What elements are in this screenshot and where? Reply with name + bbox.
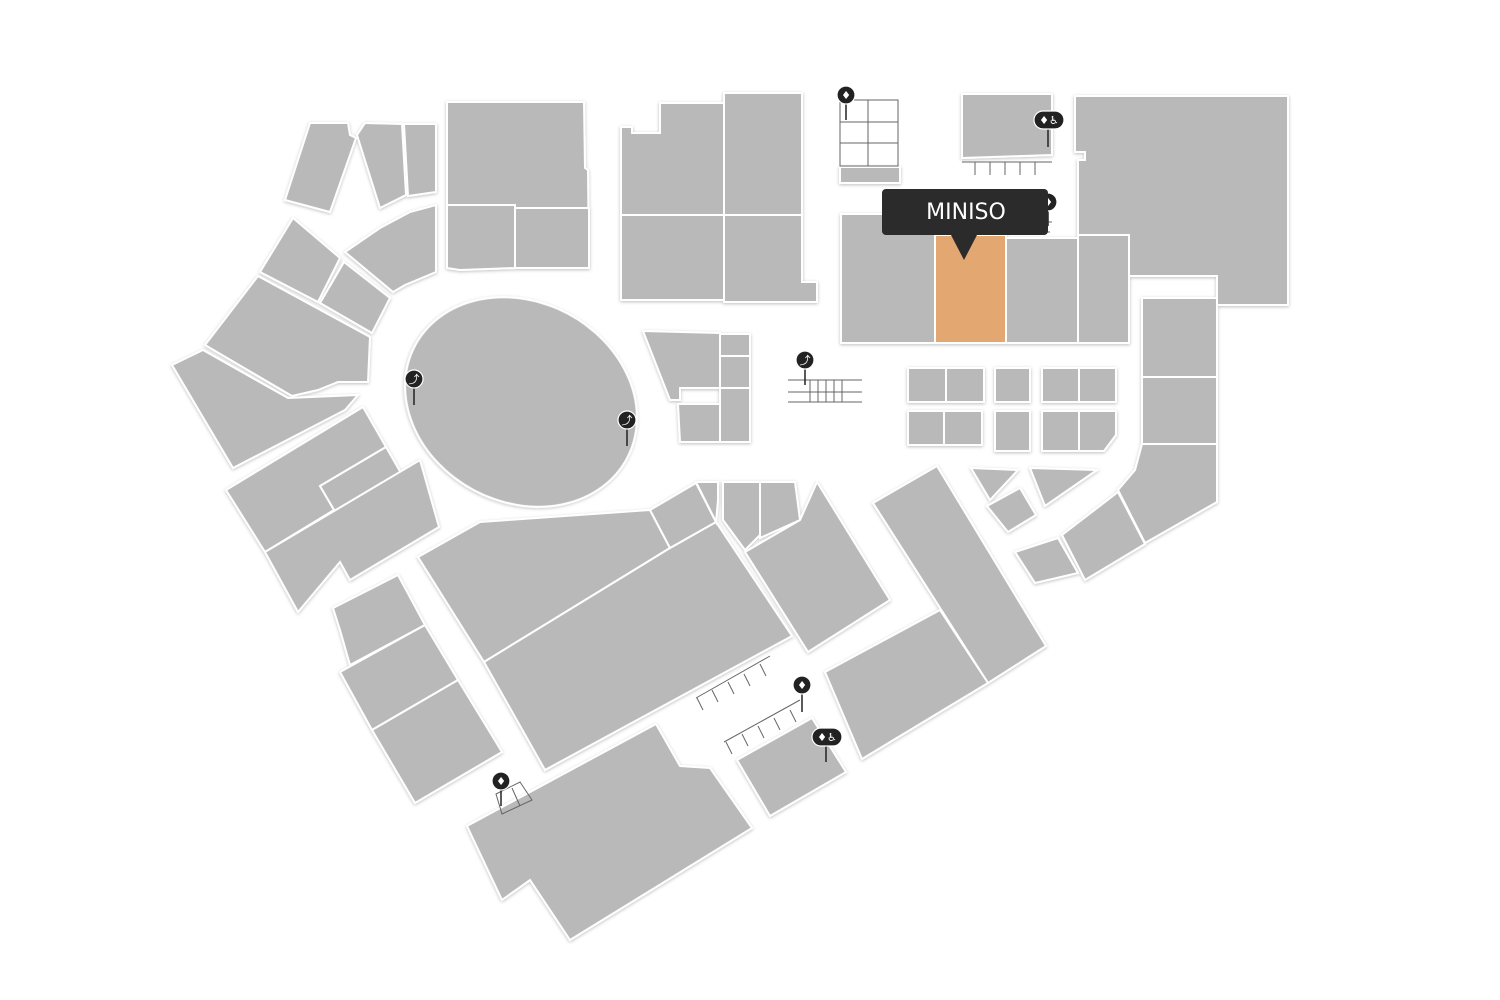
accessible-restroom-icon[interactable]: ♦♿	[811, 727, 843, 762]
store-unit[interactable]	[1060, 490, 1147, 582]
escalator-icon[interactable]: ⤴	[404, 369, 424, 405]
store-units	[170, 92, 1289, 942]
store-unit[interactable]	[1141, 376, 1218, 445]
accessible-restroom-icon[interactable]: ♦♿	[1033, 110, 1065, 147]
store-unit[interactable]	[719, 333, 751, 357]
store-unit[interactable]	[402, 123, 437, 198]
store-unit[interactable]	[1078, 367, 1117, 403]
store-unit[interactable]	[1028, 466, 1101, 508]
amenity-pins: ♦ ♦♿ ♦ ⤴ ⤴ ⤴	[404, 85, 1065, 806]
store-unit[interactable]	[1074, 95, 1289, 306]
store-unit[interactable]	[1078, 410, 1117, 452]
store-unit[interactable]	[907, 367, 947, 403]
svg-text:⤴: ⤴	[800, 353, 811, 367]
restroom-icon[interactable]: ♦	[792, 675, 812, 712]
restroom-icon[interactable]: ♦	[836, 85, 856, 120]
store-unit[interactable]	[1141, 297, 1218, 378]
svg-text:⤴: ⤴	[622, 413, 633, 427]
store-unit[interactable]	[514, 207, 590, 269]
tooltip-store-name: MINISO	[926, 200, 1006, 225]
escalator-icon[interactable]: ⤴	[795, 350, 815, 385]
store-unit[interactable]	[994, 367, 1031, 403]
restroom-icon[interactable]: ♦	[491, 771, 511, 806]
store-unit[interactable]	[203, 274, 372, 398]
store-unit[interactable]	[1041, 367, 1080, 403]
store-unit[interactable]	[1013, 536, 1080, 585]
store-unit[interactable]	[258, 216, 342, 304]
store-unit[interactable]	[722, 481, 761, 552]
store-unit[interactable]	[1041, 410, 1080, 452]
store-unit[interactable]	[482, 520, 794, 772]
store-unit[interactable]	[743, 479, 892, 654]
store-unit[interactable]	[839, 166, 901, 184]
store-unit[interactable]	[723, 92, 803, 216]
store-unit[interactable]	[620, 214, 725, 301]
central-atrium[interactable]	[368, 257, 674, 546]
svg-text:♦: ♦	[797, 679, 807, 692]
store-unit[interactable]	[370, 678, 504, 805]
svg-text:♦: ♦	[496, 775, 506, 788]
svg-text:♦: ♦	[841, 89, 851, 102]
store-unit[interactable]	[961, 93, 1053, 160]
store-unit[interactable]	[719, 355, 751, 389]
store-unit[interactable]	[355, 121, 408, 210]
store-unit[interactable]	[719, 387, 751, 443]
store-unit[interactable]	[994, 410, 1031, 452]
store-unit[interactable]	[318, 260, 392, 335]
store-unit[interactable]	[343, 203, 437, 294]
store-unit[interactable]	[723, 214, 818, 303]
store-unit[interactable]	[641, 329, 721, 401]
store-unit[interactable]	[170, 348, 361, 470]
svg-text:♦♿: ♦♿	[1039, 114, 1059, 127]
store-tooltip: MINISO	[882, 189, 1048, 260]
store-unit[interactable]	[465, 722, 754, 942]
svg-text:⤴: ⤴	[409, 372, 420, 386]
store-unit[interactable]	[943, 410, 983, 446]
store-unit[interactable]	[620, 102, 725, 216]
store-unit[interactable]	[945, 367, 985, 403]
store-unit[interactable]	[1077, 234, 1130, 344]
store-unit[interactable]	[283, 122, 358, 214]
store-unit[interactable]	[823, 608, 990, 761]
store-unit[interactable]	[1005, 237, 1079, 344]
svg-text:♦♿: ♦♿	[817, 731, 837, 744]
escalator-icon[interactable]: ⤴	[617, 410, 637, 446]
store-unit[interactable]	[676, 403, 721, 443]
miniso-store[interactable]	[934, 234, 1007, 344]
store-unit[interactable]	[263, 458, 441, 614]
store-unit[interactable]	[985, 486, 1038, 534]
store-unit[interactable]	[969, 466, 1021, 502]
store-unit[interactable]	[446, 204, 516, 272]
store-unit[interactable]	[907, 410, 945, 446]
store-unit[interactable]	[694, 481, 719, 526]
